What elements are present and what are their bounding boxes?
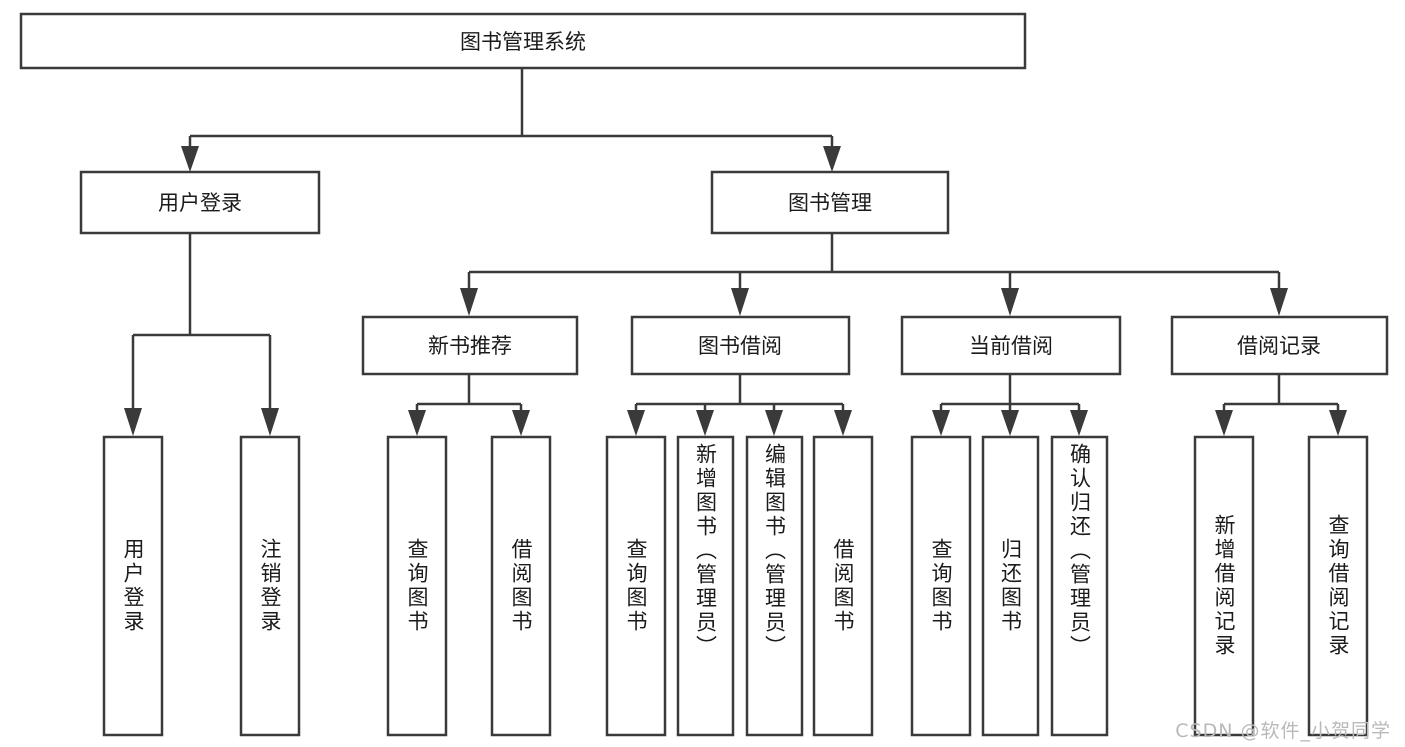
arrow-head-leaf-query-book-2 <box>627 410 645 436</box>
node-box-user-login[interactable] <box>79 170 321 235</box>
arrow-head-leaf-confirm-return <box>1070 410 1088 436</box>
connector-group-user-login-children <box>124 233 279 436</box>
leaf-box-query-book-2[interactable] <box>605 435 667 737</box>
connector-group-root-to-level2 <box>181 69 841 172</box>
leaf-box-confirm-return[interactable] <box>1050 435 1109 737</box>
connector-group-book-manage-children <box>460 233 1288 316</box>
arrow-head-leaf-add-record <box>1215 410 1233 436</box>
arrow-head-leaf-user-login <box>124 408 142 436</box>
arrow-head-book-manage <box>823 146 841 172</box>
leaf-box-add-record[interactable] <box>1193 435 1255 737</box>
arrow-head-book-borrow <box>731 288 749 316</box>
node-label-root: 图书管理系统 <box>460 30 586 54</box>
leaf-box-logout[interactable] <box>239 435 301 737</box>
node-label-new-book-rec: 新书推荐 <box>428 334 512 358</box>
leaf-box-add-book[interactable] <box>676 435 735 737</box>
arrow-head-new-book-rec <box>460 288 478 316</box>
arrow-head-leaf-return-book <box>1001 410 1019 436</box>
node-box-book-borrow[interactable] <box>630 315 851 376</box>
arrow-head-user-login <box>181 146 199 172</box>
arrow-head-leaf-borrow-book-1 <box>512 410 530 436</box>
connector-group-book-borrow-children <box>627 375 852 436</box>
arrow-head-leaf-query-book-1 <box>408 410 426 436</box>
node-box-borrow-record[interactable] <box>1170 315 1389 376</box>
node-label-current-borrow: 当前借阅 <box>969 334 1053 358</box>
connector-group-current-borrow-children <box>932 375 1088 436</box>
leaf-box-edit-book[interactable] <box>745 435 804 737</box>
node-box-new-book-rec[interactable] <box>361 315 579 376</box>
node-label-user-login: 用户登录 <box>158 191 242 215</box>
node-label-book-manage: 图书管理 <box>788 191 872 215</box>
arrow-head-leaf-query-record <box>1329 410 1347 436</box>
csdn-watermark: CSDN @软件_小贺同学 <box>1175 720 1391 742</box>
leaf-box-return-book[interactable] <box>981 435 1040 737</box>
arrow-head-leaf-add-book <box>696 410 714 436</box>
connector-group-new-book-rec-children <box>408 375 530 436</box>
node-label-borrow-record: 借阅记录 <box>1237 334 1321 358</box>
connector-group-borrow-record-children <box>1215 375 1347 436</box>
arrow-head-current-borrow <box>1001 288 1019 316</box>
arrow-head-leaf-query-book-3 <box>932 410 950 436</box>
node-box-book-manage[interactable] <box>710 170 950 235</box>
leaf-box-query-book-1[interactable] <box>386 435 448 737</box>
leaf-box-borrow-book-1[interactable] <box>490 435 552 737</box>
arrow-head-leaf-borrow-book-2 <box>834 410 852 436</box>
arrow-head-leaf-logout <box>261 408 279 436</box>
leaf-box-user-login[interactable] <box>102 435 164 737</box>
leaf-box-borrow-book-2[interactable] <box>812 435 874 737</box>
node-label-book-borrow: 图书借阅 <box>698 334 782 358</box>
arrow-head-borrow-record <box>1270 288 1288 316</box>
leaf-box-query-record[interactable] <box>1307 435 1369 737</box>
arrow-head-leaf-edit-book <box>765 410 783 436</box>
node-box-current-borrow[interactable] <box>900 315 1122 376</box>
leaf-box-query-book-3[interactable] <box>910 435 972 737</box>
node-box-root[interactable] <box>19 12 1027 70</box>
